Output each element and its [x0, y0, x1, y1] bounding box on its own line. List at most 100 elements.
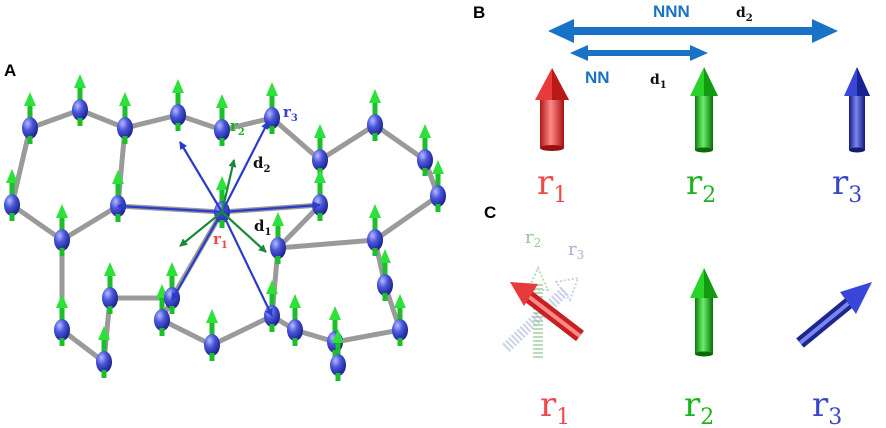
spin-tail — [219, 220, 225, 228]
lattice-site — [204, 309, 220, 361]
spin-head — [166, 262, 178, 276]
spin-tail — [422, 168, 428, 176]
lattice-site — [96, 326, 112, 378]
lattice-r1-label: r1 — [213, 230, 228, 251]
lattice-site — [54, 294, 70, 346]
nnn-vector-upper-right — [221, 121, 269, 213]
spin-tail — [59, 338, 65, 346]
lattice-site — [287, 294, 303, 346]
spin-tail — [101, 370, 107, 378]
lattice-site — [110, 170, 126, 222]
atom-sphere — [312, 149, 328, 171]
spin-head — [332, 329, 344, 343]
atom-sphere — [117, 117, 133, 139]
spin-tail — [59, 248, 65, 256]
lattice-site — [367, 204, 383, 256]
honeycomb-lattice — [4, 74, 446, 381]
spin-head — [104, 262, 116, 276]
spin-head — [394, 294, 406, 308]
atom-sphere — [287, 319, 303, 341]
panel-c-label: C — [484, 203, 496, 222]
spin-head — [172, 79, 184, 93]
spin-head — [379, 249, 391, 263]
spin-arrow-r2-up — [690, 67, 718, 153]
spin-tail — [397, 338, 403, 346]
spin-head — [112, 170, 124, 184]
spin-head — [206, 309, 218, 323]
spin-tail — [382, 293, 388, 301]
atom-sphere — [154, 309, 170, 331]
spin-tail — [27, 136, 33, 144]
lattice-site — [22, 92, 38, 144]
lattice-site — [327, 306, 343, 358]
panel-b-label: B — [473, 3, 485, 22]
lattice-site — [4, 169, 20, 221]
lattice-site — [170, 79, 186, 131]
spin-head — [266, 280, 278, 294]
nnn-vector-right — [221, 201, 321, 214]
atom-sphere — [270, 237, 286, 259]
spin-tail — [219, 138, 225, 146]
atom-sphere — [367, 114, 383, 136]
lattice-bond — [59, 203, 121, 243]
panel-b-r3-label: r3 — [832, 163, 862, 208]
lattice-site — [54, 204, 70, 256]
panel-c-r1-label: r1 — [540, 385, 570, 428]
lattice-site — [312, 124, 328, 176]
lattice-bond — [59, 327, 107, 365]
lattice-bond — [159, 317, 215, 348]
spin-head — [314, 169, 326, 183]
lattice-bond — [275, 237, 378, 251]
atom-sphere — [4, 194, 20, 216]
spin-tail — [335, 373, 341, 381]
lattice-site — [102, 262, 118, 314]
spin-tail — [317, 213, 323, 221]
nnn-vector-left — [117, 202, 223, 214]
nnn-vector-lower-left — [171, 211, 223, 301]
spin-head — [369, 204, 381, 218]
spin-arrow-r3-panel-c — [796, 282, 872, 348]
spin-head — [266, 82, 278, 96]
lattice-bond — [219, 115, 275, 133]
nn-double-arrow — [570, 45, 708, 61]
lattice-bond — [9, 125, 33, 208]
nnn-d2-label: d2 — [736, 5, 753, 24]
spin-tail — [269, 126, 275, 134]
faded-r3-label: r3 — [568, 239, 584, 262]
lattice-r2-label: r2 — [230, 117, 245, 138]
spin-head — [329, 306, 341, 320]
nn-d1-label: d1 — [650, 72, 667, 91]
lattice-site — [417, 124, 433, 176]
lattice-site — [377, 249, 393, 301]
nn-vector-down-left — [179, 211, 223, 247]
spin-tail — [159, 328, 165, 336]
atom-sphere — [54, 319, 70, 341]
spin-head — [24, 92, 36, 106]
atom-sphere — [72, 99, 88, 121]
atom-sphere — [392, 319, 408, 341]
faded-r2-label: r2 — [525, 227, 541, 250]
lattice-d1-label: d1 — [254, 217, 271, 238]
spin-head — [432, 160, 444, 174]
faded-spin-arrow-r2 — [526, 265, 550, 358]
lattice-bond — [332, 327, 403, 345]
atom-sphere — [214, 119, 230, 141]
spin-tail — [175, 123, 181, 131]
atom-sphere — [170, 104, 186, 126]
lattice-site — [367, 89, 383, 141]
lattice-bond — [372, 193, 441, 243]
spin-tail — [77, 118, 83, 126]
spin-head — [216, 176, 228, 190]
spin-arrow-r1-up — [535, 68, 569, 151]
nnn-double-arrow — [548, 19, 838, 43]
faded-spin-arrow-r3 — [502, 276, 580, 352]
lattice-site — [330, 329, 346, 381]
spin-head — [56, 294, 68, 308]
atom-sphere — [417, 149, 433, 171]
lattice-site — [72, 74, 88, 126]
lattice-bond — [9, 202, 65, 243]
spin-tail — [115, 214, 121, 222]
spin-tail — [372, 248, 378, 256]
spin-arrow-r3-up — [844, 67, 870, 153]
